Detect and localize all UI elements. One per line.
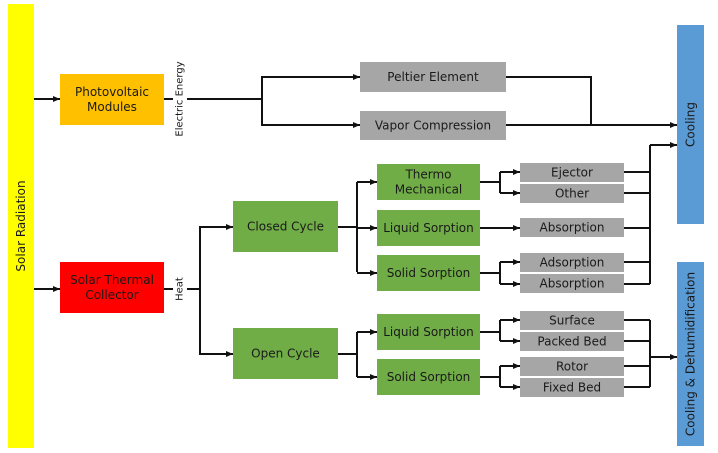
- closed-sub-2-rect: [520, 218, 624, 237]
- open-sub-0-label: Surface: [549, 314, 595, 328]
- cooling-dehumidification-output: Cooling & Dehumidification: [677, 262, 704, 446]
- solar-radiation-bar-label: Solar Radiation: [14, 180, 28, 271]
- closed-method-1-rect: [377, 210, 480, 246]
- closed-method-0-label: Mechanical: [395, 183, 463, 197]
- closed-cycle-label: Closed Cycle: [247, 220, 324, 234]
- cooling-dehumidification-output-label: Cooling & Dehumidification: [684, 272, 698, 436]
- closed-sub-3-rect: [520, 253, 624, 272]
- closed-method-1-label: Liquid Sorption: [383, 221, 474, 235]
- solar-radiation-bar: Solar Radiation: [8, 4, 34, 448]
- open-sub-2-rect: [520, 357, 624, 376]
- photovoltaic-modules-label: Modules: [87, 100, 137, 114]
- closed-sub-2: Absorption: [520, 218, 624, 237]
- open-sub-3: Fixed Bed: [520, 378, 624, 397]
- electric-energy-label: Electric Energy: [175, 61, 186, 136]
- closed-sub-2-label: Absorption: [540, 221, 605, 235]
- open-sub-1: Packed Bed: [520, 332, 624, 351]
- closed-sub-1-rect: [520, 184, 624, 203]
- closed-method-0-rect: [377, 164, 480, 200]
- heat-label-bg: [173, 249, 187, 329]
- closed-method-2-rect: [377, 255, 480, 291]
- open-cycle-label: Open Cycle: [251, 347, 320, 361]
- vapor-compression-label: Vapor Compression: [375, 119, 491, 133]
- peltier-out: [506, 76, 592, 125]
- closed-sub-4-rect: [520, 274, 624, 293]
- closed-cycle: Closed Cycle: [233, 201, 338, 252]
- peltier-element-label: Peltier Element: [387, 70, 479, 84]
- closed-sub-1: Other: [520, 184, 624, 203]
- open-sub-2: Rotor: [520, 357, 624, 376]
- open-method-0-rect: [377, 314, 480, 350]
- solar-thermal-collector-rect: [60, 262, 164, 313]
- peltier-element: Peltier Element: [360, 62, 506, 92]
- open-cycle-rect: [233, 328, 338, 379]
- arrow-to-vapor: [261, 99, 360, 128]
- solar-thermal-collector-label: Collector: [85, 288, 138, 302]
- vapor-compression-rect: [360, 111, 506, 140]
- open-sub-3-label: Fixed Bed: [543, 381, 601, 395]
- arrow-to-open: [199, 289, 233, 357]
- cooling-output: Cooling: [677, 25, 704, 224]
- closed-cycle-rect: [233, 201, 338, 252]
- closed-method-1: Liquid Sorption: [377, 210, 480, 246]
- solar-thermal-collector-label: Solar Thermal: [70, 273, 154, 287]
- closed-method-2-label: Solid Sorption: [387, 266, 471, 280]
- closed-sub-0-label: Ejector: [551, 166, 593, 180]
- solar-radiation-bar-rect: [8, 4, 34, 448]
- open-sub-3-rect: [520, 378, 624, 397]
- open-method-1-label: Solid Sorption: [387, 370, 471, 384]
- closed-sub-0-rect: [520, 163, 624, 182]
- open-sub-1-label: Packed Bed: [537, 335, 606, 349]
- cooling-dehumidification-output-rect: [677, 262, 704, 446]
- cooling-output-rect: [677, 25, 704, 224]
- photovoltaic-modules-label: Photovoltaic: [75, 85, 149, 99]
- open-method-1: Solid Sorption: [377, 359, 480, 395]
- peltier-element-rect: [360, 62, 506, 92]
- open-method-0-label: Liquid Sorption: [383, 325, 474, 339]
- electric-energy-label-bg: [173, 59, 187, 139]
- open-sub-0: Surface: [520, 311, 624, 330]
- photovoltaic-modules-rect: [60, 74, 164, 125]
- closed-sub-1-label: Other: [555, 187, 589, 201]
- closed-sub-4-label: Absorption: [540, 277, 605, 291]
- closed-sub-0: Ejector: [520, 163, 624, 182]
- arrow-to-closed: [199, 224, 233, 289]
- closed-method-0-label: Thermo: [404, 168, 451, 182]
- open-method-1-rect: [377, 359, 480, 395]
- closed-sub-3-label: Adsorption: [540, 256, 605, 270]
- closed-sub-3: Adsorption: [520, 253, 624, 272]
- open-cycle: Open Cycle: [233, 328, 338, 379]
- open-method-0: Liquid Sorption: [377, 314, 480, 350]
- heat-label: Heat: [175, 277, 186, 301]
- cooling-output-label: Cooling: [684, 102, 698, 147]
- closed-method-2: Solid Sorption: [377, 255, 480, 291]
- open-sub-0-rect: [520, 311, 624, 330]
- vapor-compression: Vapor Compression: [360, 111, 506, 140]
- closed-sub-4: Absorption: [520, 274, 624, 293]
- open-sub-2-label: Rotor: [556, 360, 588, 374]
- arrow-to-peltier: [261, 74, 360, 99]
- open-sub-1-rect: [520, 332, 624, 351]
